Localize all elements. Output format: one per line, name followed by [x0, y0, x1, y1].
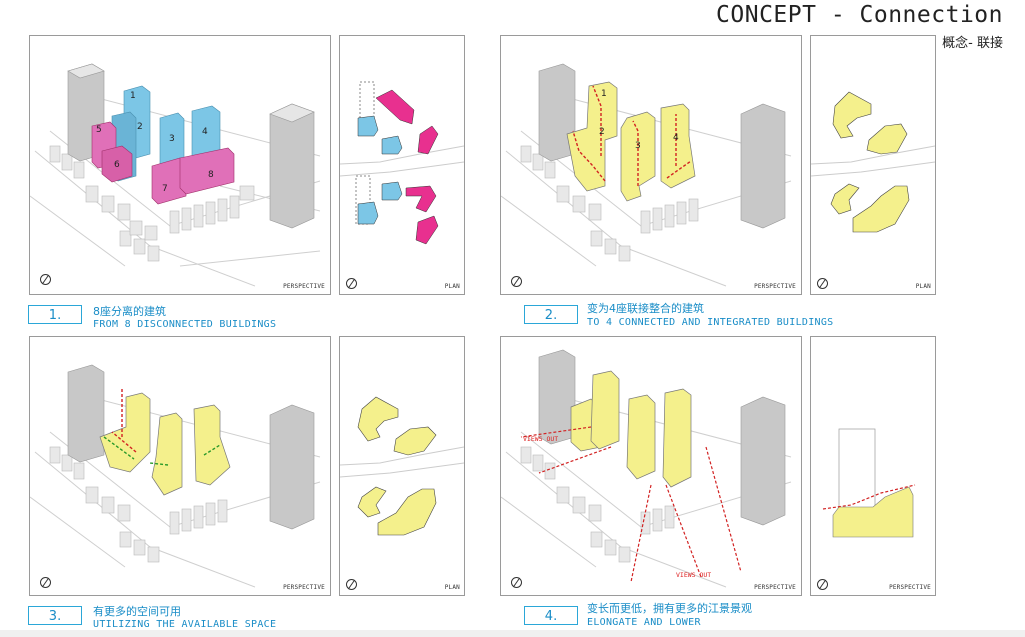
- page-title: CONCEPT - Connection: [716, 2, 1003, 28]
- massing-diagram-2: 1 2 3 4: [501, 63, 792, 287]
- north-arrow-icon: [511, 577, 522, 588]
- building-number-6: 6: [114, 160, 120, 170]
- north-arrow-icon: [40, 274, 51, 285]
- step-description-en-1: FROM 8 DISCONNECTED BUILDINGS: [93, 319, 277, 330]
- plan-panel-2: PLAN: [810, 35, 936, 295]
- plan-label: PLAN: [444, 283, 460, 290]
- step-description-en-3: UTILIZING THE AVAILABLE SPACE: [93, 619, 277, 630]
- massing-diagram-1: 1 2 3 4 5 6 7 8: [30, 63, 321, 287]
- connected-number-4: 4: [673, 133, 679, 143]
- perspective-label: PERSPECTIVE: [754, 584, 796, 591]
- step-description-en-2: TO 4 CONNECTED AND INTEGRATED BUILDINGS: [587, 317, 834, 328]
- north-arrow-icon: [346, 579, 357, 590]
- step-number-3: 3.: [28, 606, 82, 625]
- plan-panel-3: PLAN: [339, 336, 465, 596]
- step-description-cn-3: 有更多的空间可用: [93, 605, 181, 618]
- step-number-2: 2.: [524, 305, 578, 324]
- step-number-4: 4.: [524, 606, 578, 625]
- step-description-cn-1: 8座分离的建筑: [93, 305, 166, 318]
- perspective-panel-1: 1 2 3 4 5 6 7 8 PERSPECTIVE: [29, 35, 331, 295]
- views-out-label: VIEWS OUT: [523, 435, 559, 443]
- building-number-8: 8: [208, 170, 214, 180]
- building-number-4: 4: [202, 127, 208, 137]
- section-diagram-4: [822, 428, 916, 538]
- page-subtitle: 概念- 联接: [942, 36, 1003, 51]
- perspective-panel-4: VIEWS OUT VIEWS OUT PERSPECTIVE: [500, 336, 802, 596]
- north-arrow-icon: [40, 577, 51, 588]
- building-number-5: 5: [96, 125, 102, 135]
- plan-diagram-2: [811, 91, 935, 233]
- plan-diagram-3: [340, 396, 464, 536]
- massing-diagram-4: [501, 349, 792, 588]
- plan-diagram-1: [340, 81, 464, 245]
- section-panel-4: PERSPECTIVE: [810, 336, 936, 596]
- perspective-panel-3: PERSPECTIVE: [29, 336, 331, 596]
- perspective-label: PERSPECTIVE: [283, 283, 325, 290]
- north-arrow-icon: [817, 579, 828, 590]
- footer-strip: [0, 630, 1025, 637]
- step-description-en-4: ELONGATE AND LOWER: [587, 617, 701, 628]
- north-arrow-icon: [817, 278, 828, 289]
- building-number-7: 7: [162, 184, 168, 194]
- massing-diagram-3: [30, 364, 321, 588]
- perspective-label: PERSPECTIVE: [889, 584, 931, 591]
- building-number-2: 2: [137, 122, 143, 132]
- perspective-label: PERSPECTIVE: [283, 584, 325, 591]
- connected-number-2: 2: [599, 127, 605, 137]
- north-arrow-icon: [511, 276, 522, 287]
- step-description-cn-2: 变为4座联接整合的建筑: [587, 302, 704, 315]
- plan-label: PLAN: [915, 283, 931, 290]
- step-number-1: 1.: [28, 305, 82, 324]
- perspective-label: PERSPECTIVE: [754, 283, 796, 290]
- building-number-3: 3: [169, 134, 175, 144]
- north-arrow-icon: [346, 278, 357, 289]
- step-description-cn-4: 变长而更低，拥有更多的江景景观: [587, 602, 752, 615]
- plan-label: PLAN: [444, 584, 460, 591]
- building-number-1: 1: [130, 91, 136, 101]
- connected-number-1: 1: [601, 89, 607, 99]
- plan-panel-1: PLAN: [339, 35, 465, 295]
- connected-number-3: 3: [635, 141, 641, 151]
- perspective-panel-2: 1 2 3 4 PERSPECTIVE: [500, 35, 802, 295]
- views-out-label: VIEWS OUT: [676, 571, 712, 579]
